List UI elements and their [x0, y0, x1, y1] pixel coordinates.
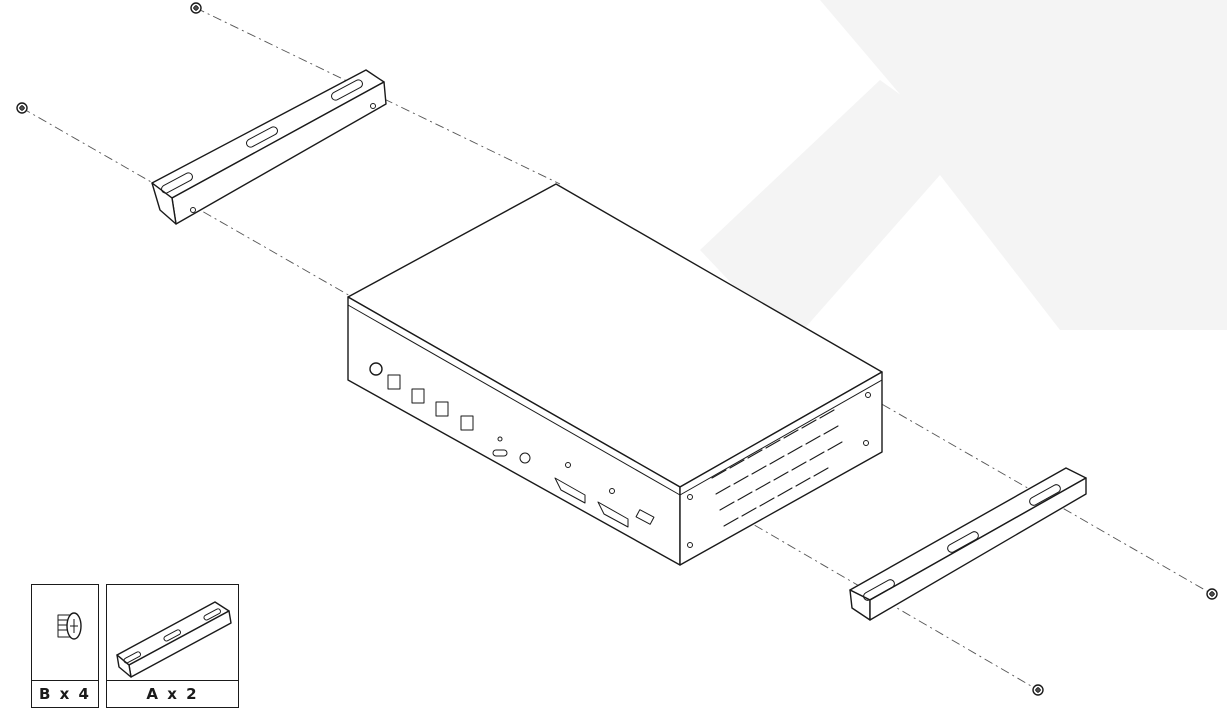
bracket-top-left	[151, 69, 387, 225]
vent-slots	[711, 409, 843, 527]
usb-c-port-icon	[492, 449, 508, 457]
screw-bottom-1	[1206, 588, 1218, 600]
screw-top-1	[190, 2, 202, 14]
bracket-quantity-label: A x 2	[107, 680, 238, 707]
power-button-icon	[369, 362, 383, 376]
device-enclosure	[347, 183, 883, 566]
parts-box-screw: B x 4	[31, 584, 99, 708]
button-4-icon	[460, 415, 474, 431]
screw-quantity-label: B x 4	[32, 680, 98, 707]
usb-a-port-icon	[635, 509, 655, 525]
watermark-x	[700, 0, 1227, 345]
front-panel	[369, 362, 655, 528]
hdmi-port-2-icon	[597, 501, 629, 528]
button-1-icon	[387, 374, 401, 390]
screw-icon	[57, 612, 82, 640]
audio-jack-icon	[519, 452, 531, 464]
hdmi-port-1-icon	[554, 477, 586, 504]
bracket-icon	[116, 601, 232, 678]
screw-top-2	[16, 102, 28, 114]
button-2-icon	[411, 388, 425, 404]
bracket-bottom-right	[849, 467, 1087, 621]
screw-bottom-2	[1032, 684, 1044, 696]
button-3-icon	[435, 401, 449, 417]
parts-box-bracket: A x 2	[106, 584, 239, 708]
